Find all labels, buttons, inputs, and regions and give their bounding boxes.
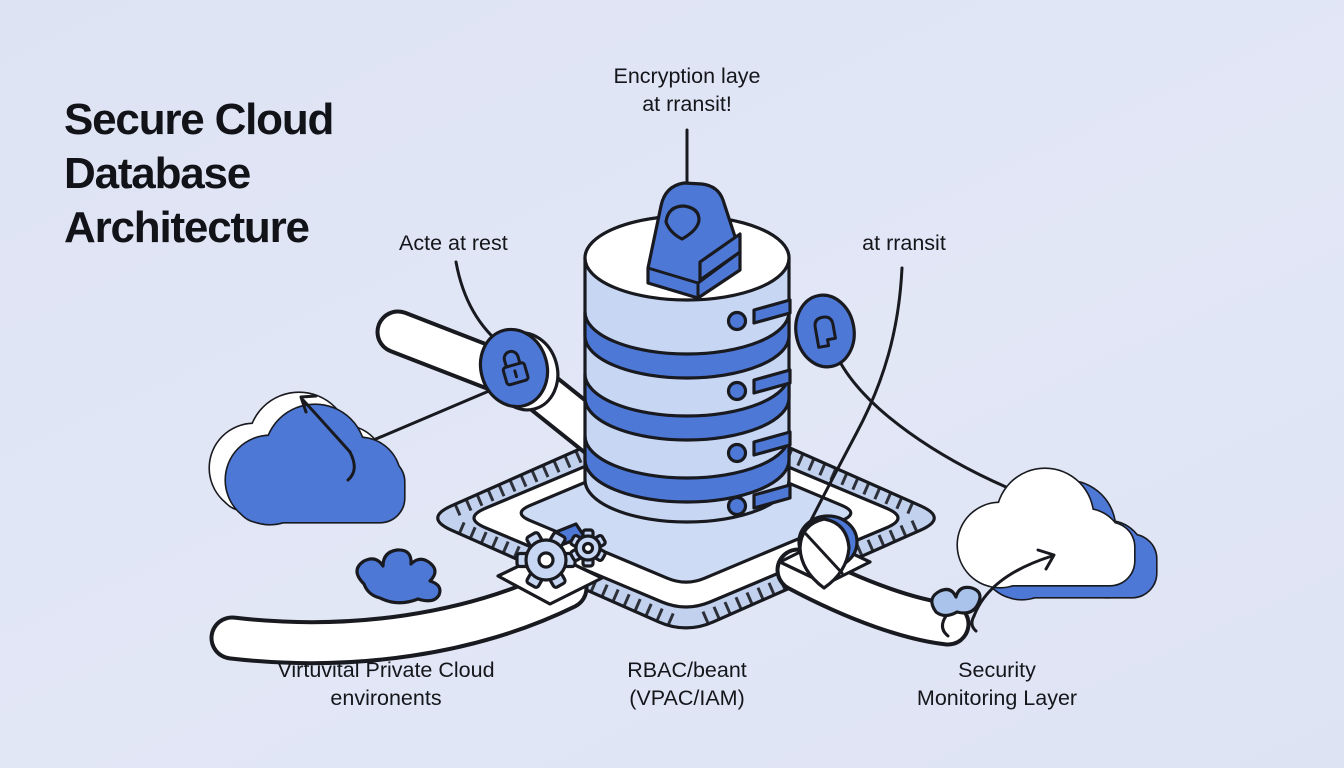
label-at-rest: Acte at rest — [399, 231, 508, 255]
label-rbac-iam: RBAC/beant (VPAC/IAM) — [627, 658, 747, 711]
sync-arrow-icon — [970, 548, 1056, 633]
label-in-transit: at rransit — [862, 231, 946, 255]
padlock-icon — [646, 181, 742, 300]
gear-small — [569, 528, 607, 568]
bird-squiggle-icon — [355, 548, 442, 605]
road-left-lower — [209, 565, 589, 666]
database-band — [583, 310, 791, 380]
leaf-squiggle-icon — [930, 585, 982, 638]
document-lock-glyph — [813, 315, 837, 349]
cloud-sync-icon — [956, 467, 1158, 633]
padlock-glyph — [501, 349, 530, 387]
document-lock-coin-icon — [794, 293, 856, 369]
page-title: Secure Cloud Database Architecture — [64, 95, 334, 252]
database-band — [583, 372, 791, 442]
label-virtual-private-cloud: Virtuvital Private Cloud environents — [277, 658, 495, 711]
database-indicator — [726, 430, 792, 464]
upload-arrow-icon — [299, 394, 356, 482]
database-band — [583, 434, 791, 504]
database-indicator — [726, 368, 792, 402]
database-indicator — [726, 298, 792, 332]
gears-icon — [496, 522, 607, 606]
connector-in-transit-label — [799, 266, 904, 542]
cloud-upload-icon — [208, 391, 406, 526]
shield-icon — [778, 514, 872, 590]
label-encryption-layer: Encryption laye at rransit! — [613, 64, 761, 117]
shackle-hole — [664, 204, 701, 241]
padlock-coin-icon — [478, 327, 560, 412]
database-indicator — [726, 483, 792, 517]
label-security-monitoring: Security Monitoring Layer — [916, 658, 1078, 711]
connector-right-coin-cloud — [838, 360, 1008, 489]
gear-large — [515, 531, 577, 589]
